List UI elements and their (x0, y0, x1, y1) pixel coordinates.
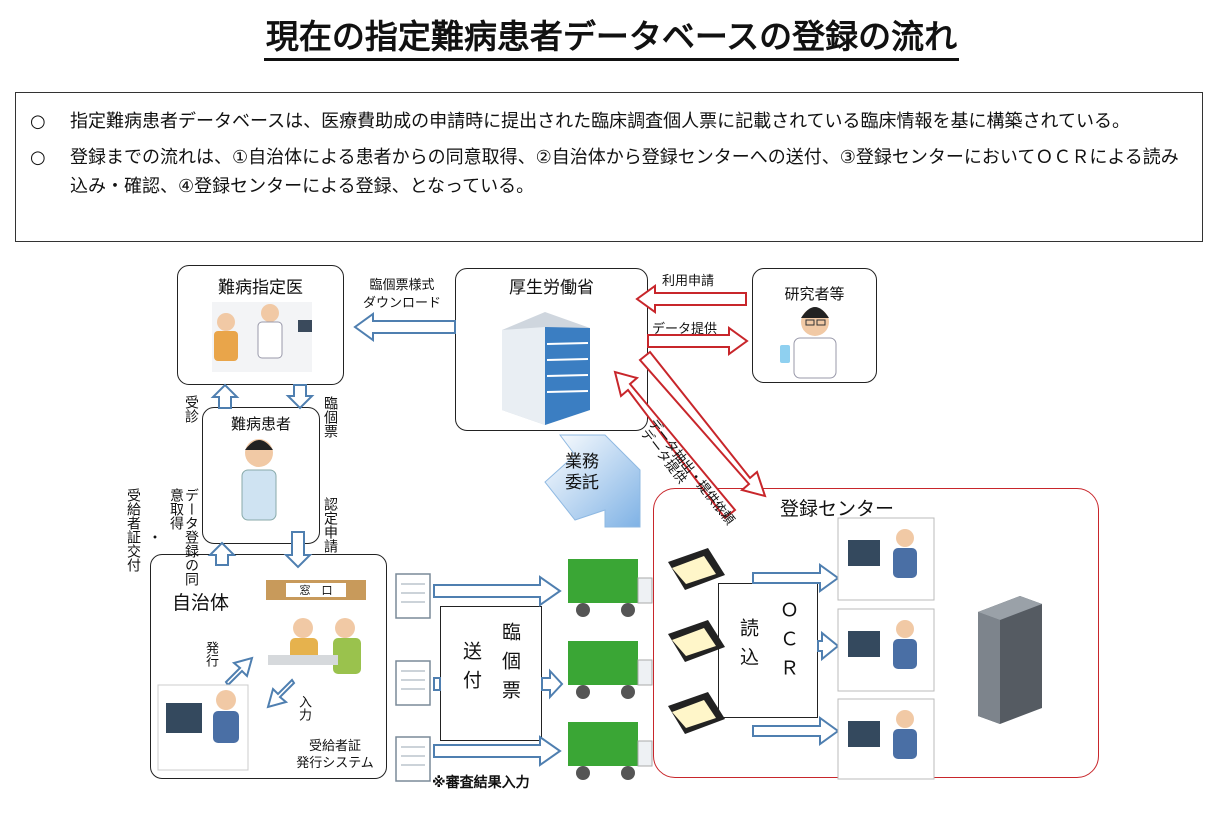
arrow-issue (224, 656, 254, 687)
truck-icon (568, 559, 653, 617)
send-label: 送付 (460, 641, 482, 699)
summary-text: 登録までの流れは、①自治体による患者からの同意取得、②自治体から登録センターへの… (70, 147, 1179, 197)
data-provision-label: データ提供 (652, 322, 718, 337)
doctor-icon (212, 302, 312, 372)
bullet-circle-icon: ○ (30, 111, 46, 132)
page-title: 現在の指定難病患者データベースの登録の流れ (0, 10, 1223, 61)
input-label: 入力 (296, 695, 311, 721)
arrow-send-3 (433, 735, 562, 767)
arrow-to-worker-3 (752, 716, 840, 746)
scanner-icon (668, 692, 725, 734)
counter-icon (266, 580, 366, 674)
counter-sign: 窓 口 (299, 584, 333, 597)
arrow-download (353, 312, 456, 342)
rinko-send-box (440, 606, 542, 741)
arrow-apply-down (283, 531, 313, 569)
ocr-box (718, 583, 818, 718)
issue-label: 発行 (203, 641, 218, 667)
bullet-circle-icon: ○ (30, 147, 46, 168)
send-rinko-label: 臨個票 (499, 622, 521, 709)
worker-icon (837, 517, 935, 780)
mhlw-label: 厚生労働省 (509, 278, 594, 298)
truck-icon (568, 722, 653, 780)
outsourcing-arrow (544, 434, 641, 528)
arrow-data-provided (613, 370, 737, 520)
arrow-to-worker-2 (817, 630, 840, 662)
scanner-icon (668, 620, 725, 662)
arrow-extract-request (638, 350, 767, 498)
patient-label: 難病患者 (230, 415, 291, 433)
system-operator-icon (157, 684, 249, 771)
consult-label: 受診 (183, 395, 199, 423)
municipality-label: 自治体 (172, 592, 230, 614)
arrow-use-request (635, 284, 747, 314)
scanner-icon (668, 548, 725, 590)
arrow-consent-up (207, 541, 237, 566)
ocr-label: ＯＣＲ (777, 600, 799, 687)
arrow-input (266, 678, 296, 709)
summary-text: 指定難病患者データベースは、医療費助成の申請時に提出された臨床調査個人票に記載さ… (70, 111, 1131, 132)
use-request-label: 利用申請 (662, 274, 715, 289)
arrow-consult (210, 383, 240, 409)
truck-icon (568, 641, 653, 699)
rinko-label: 臨個票 (322, 396, 338, 438)
building-icon (502, 312, 590, 425)
arrow-to-worker-1 (752, 563, 840, 593)
summary-item: ○ 指定難病患者データベースは、医療費助成の申請時に提出された臨床調査個人票に記… (30, 107, 1188, 136)
server-icon (978, 596, 1042, 724)
outsourcing-label: 業務 委託 (565, 452, 599, 493)
center-label: 登録センター (780, 498, 895, 520)
patient-icon (241, 439, 277, 521)
doctor-label: 難病指定医 (218, 278, 303, 298)
rinko-papers (395, 573, 431, 782)
summary-item: ○ 登録までの流れは、①自治体による患者からの同意取得、②自治体から登録センター… (30, 143, 1188, 201)
arrow-data-provision (647, 326, 749, 356)
arrow-send-2 (433, 677, 441, 691)
dot-label: ・ (146, 530, 162, 544)
ocr-read-label: 読込 (737, 618, 759, 676)
nintei-label: 認定申請 (322, 497, 338, 553)
arrow-send-2b (541, 668, 564, 700)
researcher-icon (780, 307, 837, 379)
arrow-rinko-to-patient (285, 384, 315, 410)
consent-label: データ登録の同意取得 (168, 488, 199, 586)
summary-box: ○ 指定難病患者データベースは、医療費助成の申請時に提出された臨床調査個人票に記… (15, 92, 1203, 242)
arrow-send-1 (433, 575, 562, 607)
system-label: 受給者証 発行システム (296, 739, 374, 771)
download-label: 臨個票様式 ダウンロード (362, 278, 441, 311)
issue-card-label: 受給者証交付 (125, 488, 141, 572)
researcher-label: 研究者等 (784, 285, 845, 303)
review-note: ※審査結果入力 (432, 775, 530, 791)
